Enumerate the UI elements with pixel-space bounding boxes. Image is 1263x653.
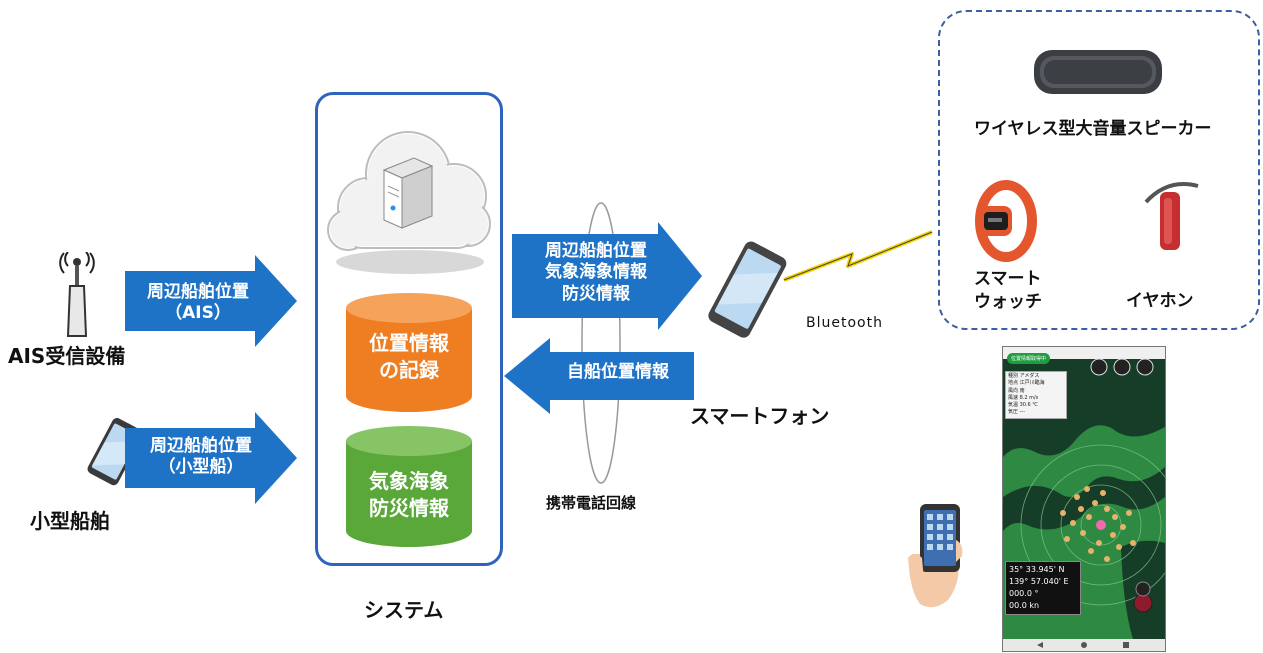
- weather-db-cylinder: [346, 426, 472, 547]
- ais-receiver-label: AIS受信設備: [8, 344, 126, 368]
- app-screen: 位置情報取得中 種別 アメダス 地点 江戸川臨海 風向 南 風速 8.2 m/s…: [1002, 346, 1166, 652]
- location-status-badge: 位置情報取得中: [1007, 353, 1051, 364]
- latitude-value: 35° 33.945' N: [1009, 565, 1065, 574]
- small-boat-arrow-text: 周辺船舶位置 （小型船）: [150, 436, 252, 478]
- bluetooth-devices-box: [938, 10, 1260, 330]
- info-row: 風向 南: [1008, 387, 1025, 394]
- mobile-line-label: 携帯電話回線: [546, 494, 637, 512]
- smartwatch-label: スマート ウォッチ: [974, 269, 1042, 312]
- longitude-value: 139° 57.040' E: [1009, 577, 1069, 586]
- smartwatch-icon: [975, 180, 1037, 262]
- position-db-cylinder: [346, 293, 472, 412]
- earphone-label: イヤホン: [1126, 291, 1194, 311]
- small-boat-arrow: [125, 412, 297, 504]
- info-row: 風速 8.2 m/s: [1008, 394, 1039, 401]
- to-phone-arrow-text: 周辺船舶位置 気象海象情報 防災情報: [545, 241, 647, 304]
- weather-info-panel: 種別 アメダス 地点 江戸川臨海 風向 南 風速 8.2 m/s 気温 30.6…: [1005, 371, 1067, 419]
- bluetooth-label: Bluetooth: [806, 315, 883, 331]
- mobile-line-ellipse: [581, 202, 621, 484]
- info-row: 気温 30.6 ℃: [1008, 402, 1038, 408]
- to-phone-arrow: [512, 222, 702, 330]
- ais-arrow: [125, 255, 297, 347]
- info-row: 気圧 ---: [1008, 409, 1026, 416]
- earphone-icon: [1144, 182, 1199, 250]
- ais-arrow-text: 周辺船舶位置 （AIS）: [147, 282, 249, 324]
- speaker-label: ワイヤレス型大音量スピーカー: [974, 119, 1212, 139]
- hand-holding-phone-icon: [908, 504, 963, 608]
- bluetooth-signal-icon: [783, 230, 933, 282]
- weather-db-text: 気象海象 防災情報: [369, 469, 449, 520]
- info-row: 地点 江戸川臨海: [1008, 380, 1045, 387]
- heading-value: 000.0 °: [1009, 589, 1039, 598]
- system-box: [315, 92, 503, 566]
- system-label: システム: [364, 598, 444, 622]
- small-boat-label: 小型船舶: [30, 509, 110, 533]
- nav-readout-panel: 35° 33.945' N 139° 57.040' E 000.0 ° 00.…: [1005, 561, 1081, 615]
- speed-value: 00.0 kn: [1009, 601, 1040, 610]
- position-db-text: 位置情報 の記録: [369, 331, 449, 382]
- antenna-icon: [59, 252, 95, 337]
- smartphone-icon: [708, 241, 787, 338]
- info-row: 種別 アメダス: [1008, 373, 1040, 379]
- from-phone-arrow-text: 自船位置情報: [567, 362, 669, 382]
- cloud-server-icon: [327, 131, 491, 274]
- smartphone-label: スマートフォン: [690, 404, 830, 428]
- from-phone-arrow: [504, 338, 694, 414]
- speaker-icon: [1034, 50, 1162, 94]
